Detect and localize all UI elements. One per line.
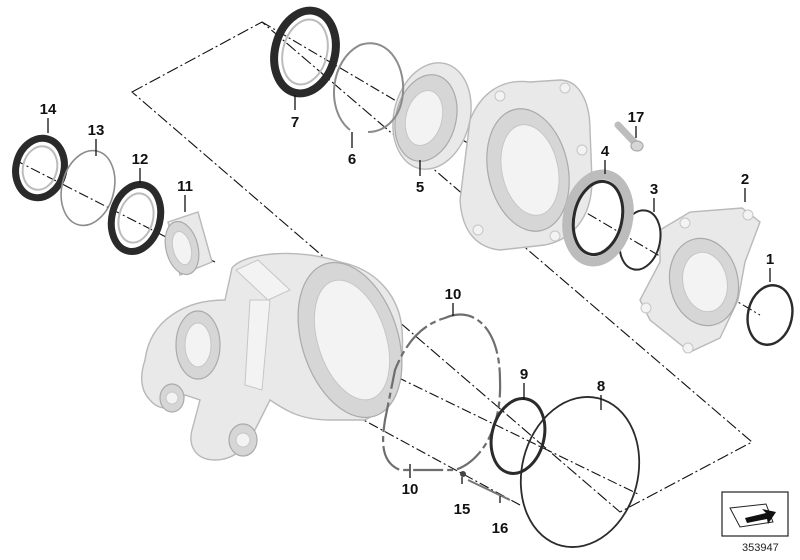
final-drive-housing xyxy=(141,252,404,461)
callout-5: 5 xyxy=(416,179,424,196)
part-10-gasket xyxy=(382,313,502,472)
callout-6: 6 xyxy=(348,151,356,168)
callout-10-bottom: 10 xyxy=(402,481,419,498)
part-5-ball-bearing xyxy=(392,62,472,170)
callout-13: 13 xyxy=(88,122,105,139)
callout-1: 1 xyxy=(766,251,774,268)
callout-11: 11 xyxy=(177,178,193,195)
part-6-snap-ring xyxy=(333,42,405,133)
callout-2: 2 xyxy=(741,171,749,188)
callout-7: 7 xyxy=(291,114,299,131)
callout-3: 3 xyxy=(650,181,658,198)
part-9-o-ring xyxy=(489,397,547,475)
part-12-shaft-seal xyxy=(107,181,165,255)
callout-4: 4 xyxy=(601,143,610,160)
part-16-wire xyxy=(467,479,511,501)
direction-arrow-icon xyxy=(721,491,789,537)
part-14-shaft-seal xyxy=(12,134,68,202)
part-7-seal-ring xyxy=(270,6,340,98)
part-11-needle-bearing xyxy=(164,211,213,276)
part-1-retaining-ring xyxy=(746,284,794,346)
callout-14: 14 xyxy=(40,101,57,118)
callout-15: 15 xyxy=(454,501,471,518)
callout-9: 9 xyxy=(520,366,528,383)
part-8-large-o-ring xyxy=(519,396,641,548)
drive-flange xyxy=(639,207,761,354)
callout-12: 12 xyxy=(132,151,149,168)
callout-17: 17 xyxy=(628,109,645,126)
document-number: 353947 xyxy=(742,542,779,554)
part-4-shaft-seal xyxy=(562,169,634,267)
part-17-bolt xyxy=(614,121,644,152)
housing-cover xyxy=(459,79,593,251)
part-15-dowel-pin xyxy=(460,471,466,477)
callout-10-top: 10 xyxy=(445,286,462,303)
part-13-ring xyxy=(60,149,116,227)
leader-lines xyxy=(47,95,771,503)
callout-16: 16 xyxy=(492,520,509,537)
callout-8: 8 xyxy=(597,378,605,395)
